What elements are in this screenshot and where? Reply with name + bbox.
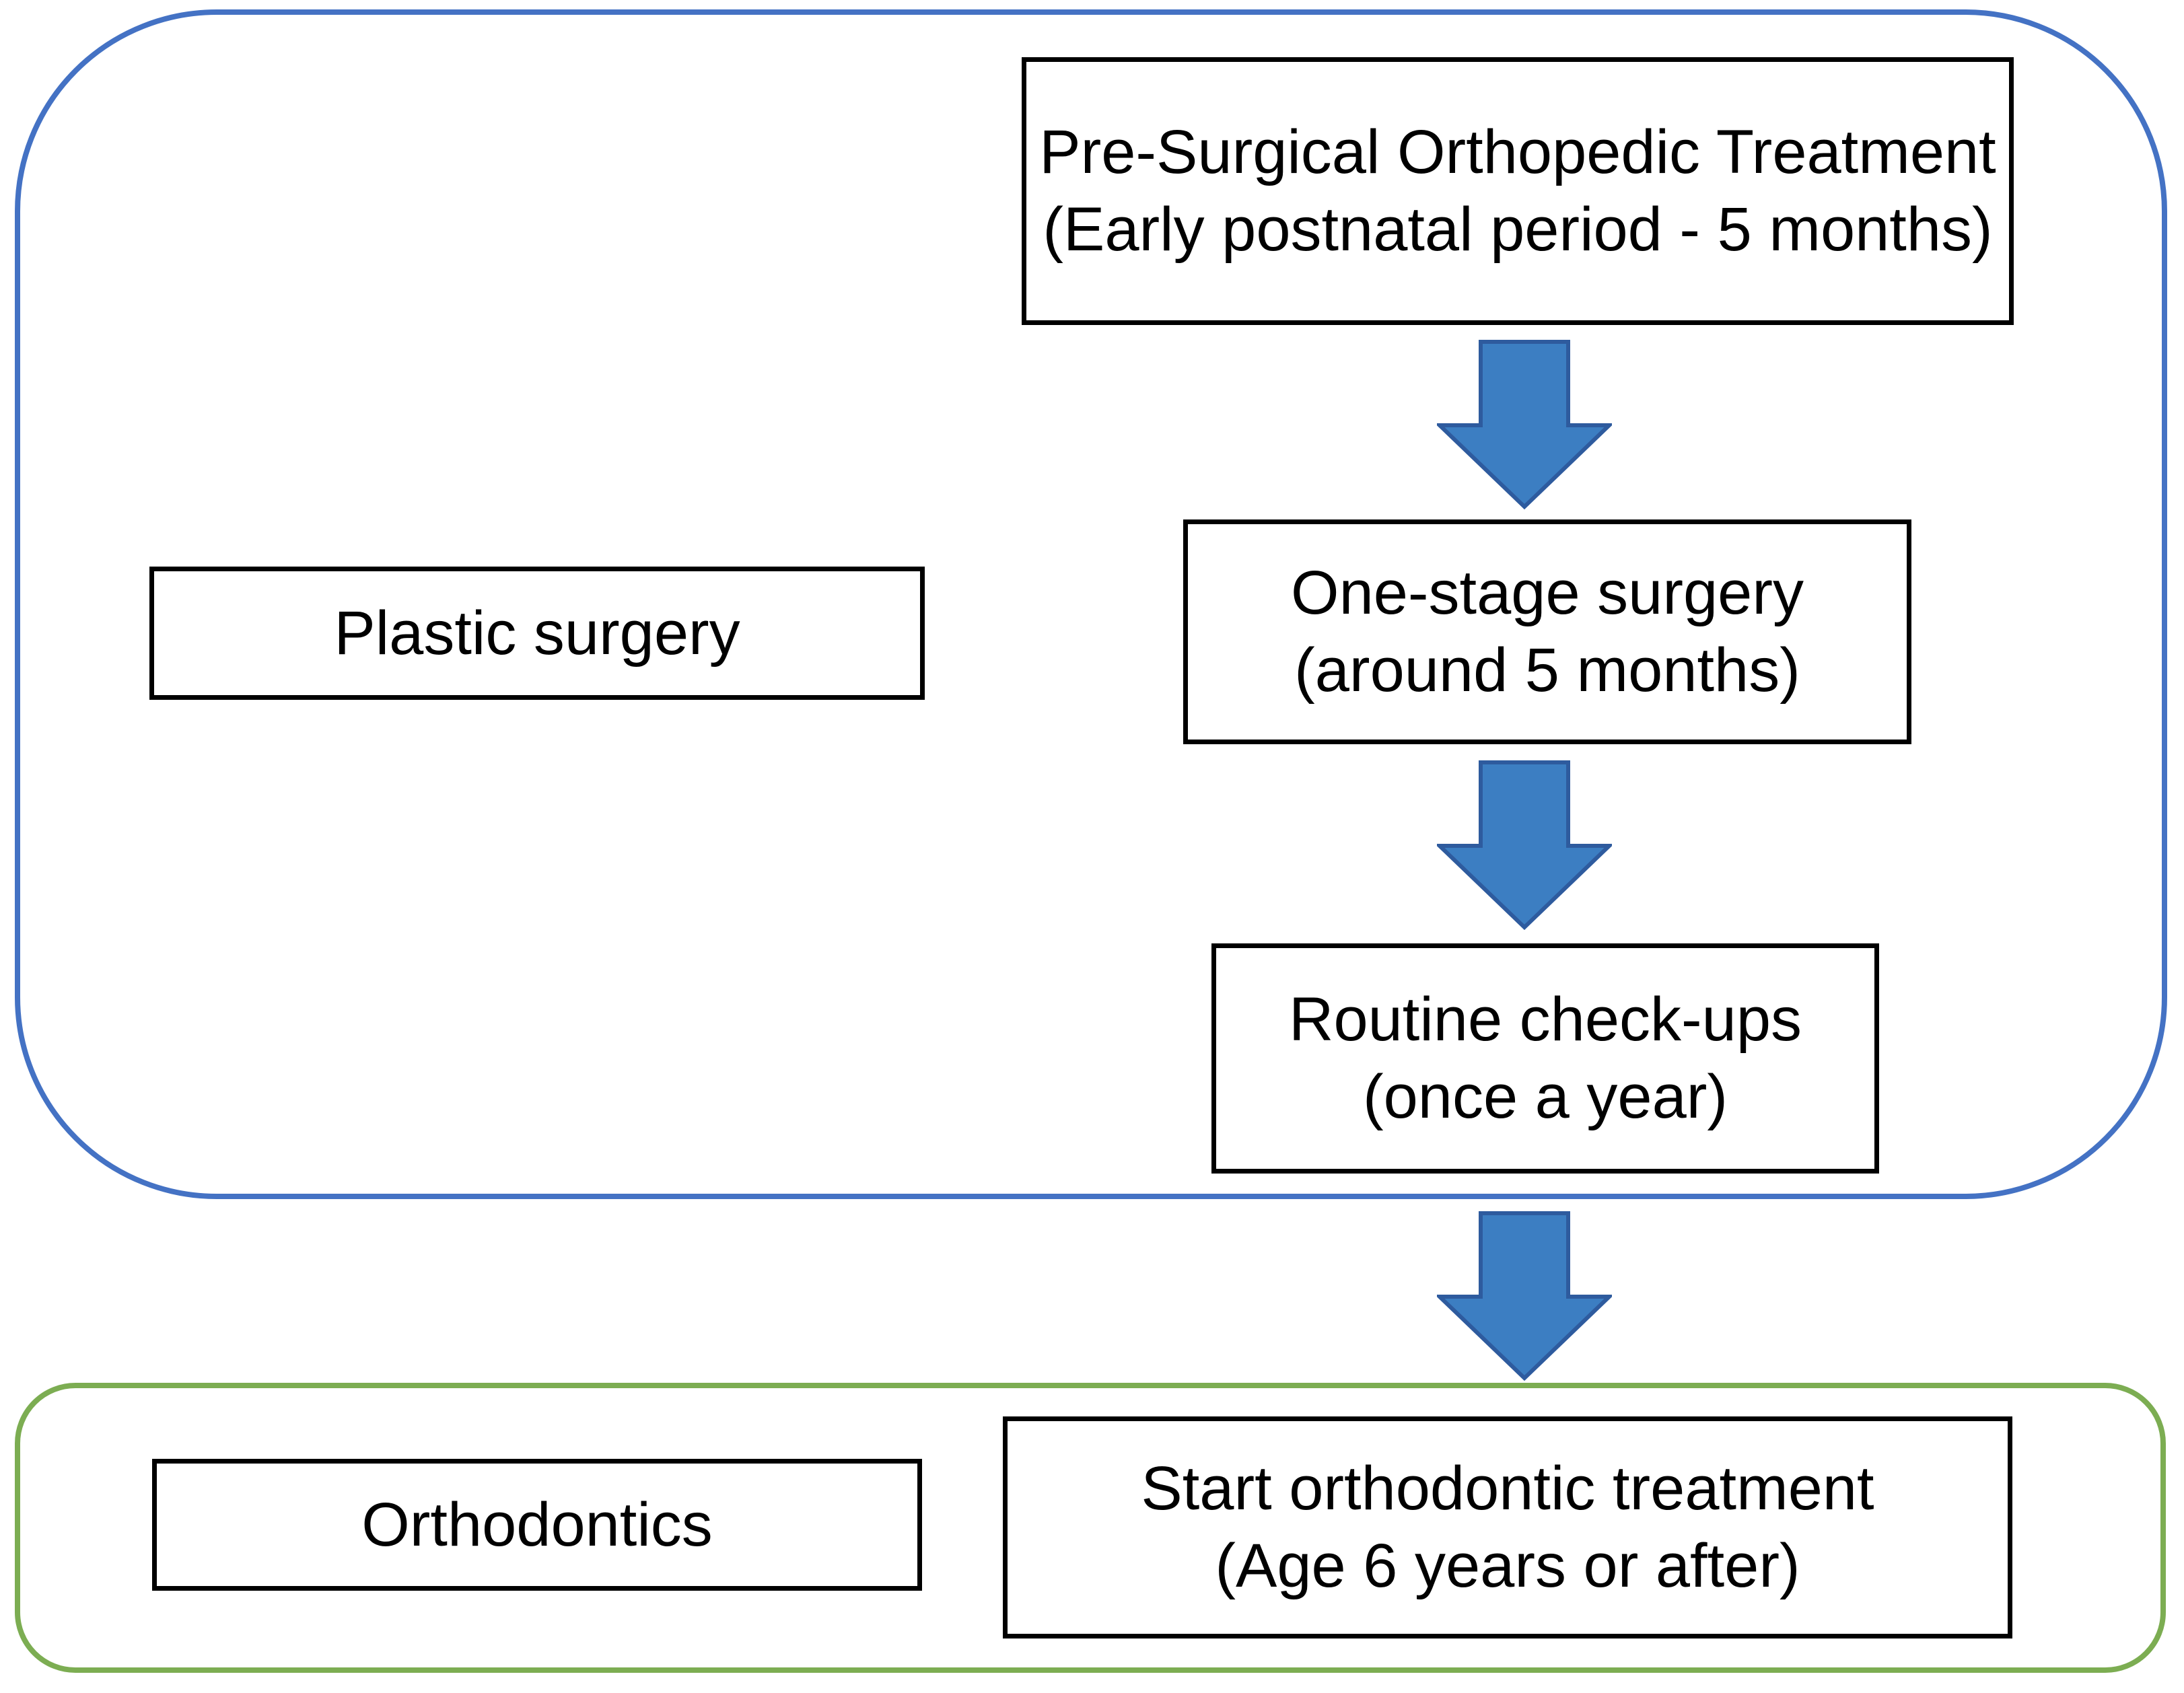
node-text-line: Start orthodontic treatment <box>1141 1454 1874 1523</box>
label-plastic-surgery: Plastic surgery <box>149 567 925 700</box>
node-text-line: (Age 6 years or after) <box>1215 1532 1800 1600</box>
node-routine-checkups: Routine check-ups (once a year) <box>1211 943 1879 1174</box>
label-orthodontics: Orthodontics <box>152 1459 922 1591</box>
node-text-line: Routine check-ups <box>1289 985 1802 1054</box>
node-text-line: One-stage surgery <box>1291 559 1804 627</box>
node-text-line: Plastic surgery <box>334 598 740 668</box>
node-presurgical-orthopedic-treatment: Pre-Surgical Orthopedic Treatment (Early… <box>1022 57 2014 325</box>
down-arrow-icon <box>1437 1211 1612 1381</box>
orthodontic-phase-container <box>15 1383 2166 1673</box>
node-text-line: Orthodontics <box>361 1490 713 1559</box>
node-one-stage-surgery: One-stage surgery (around 5 months) <box>1183 519 1911 744</box>
node-start-orthodontic-treatment: Start orthodontic treatment (Age 6 years… <box>1003 1416 2012 1638</box>
node-text-line: Pre-Surgical Orthopedic Treatment <box>1039 118 1996 186</box>
surgical-phase-container <box>15 9 2167 1199</box>
node-text-line: (once a year) <box>1362 1062 1728 1131</box>
node-text-line: (around 5 months) <box>1294 636 1800 705</box>
down-arrow-icon <box>1437 340 1612 509</box>
node-text-line: (Early postnatal period - 5 months) <box>1043 195 1993 264</box>
down-arrow-icon <box>1437 760 1612 930</box>
